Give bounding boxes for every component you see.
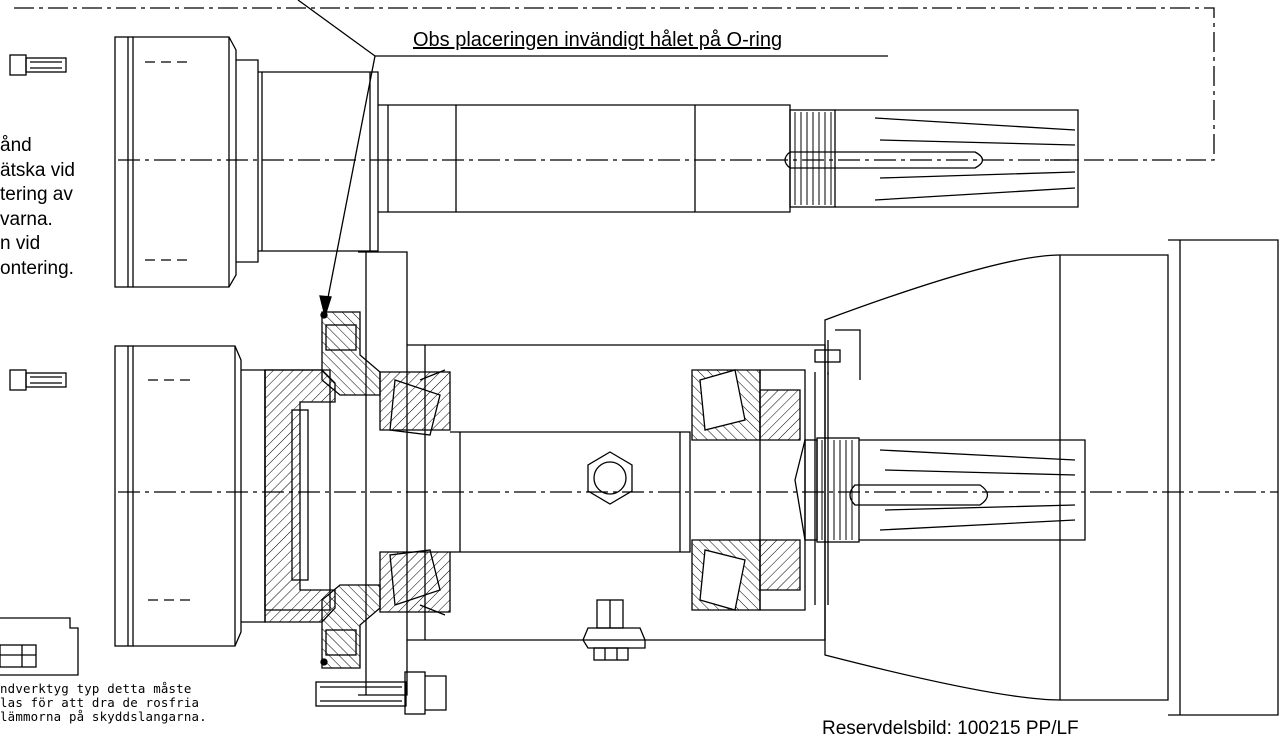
screw-icon [9,369,67,391]
tool-note: ndverktyg typ detta måste las för att dr… [0,682,207,724]
tool-note-line: ndverktyg typ detta måste [0,681,192,696]
tool-note-line: las för att dra de rosfria [0,695,200,710]
left-note-line: ätska vid [0,159,75,181]
bolt-icon [315,671,447,715]
drain-plug-icon [582,599,646,661]
left-note-line: ånd [0,135,32,156]
leader-line [324,55,376,314]
leader-arrowhead [319,295,332,319]
left-note-line: tering av [0,184,73,206]
footer-reference: Reservdelsbild: 100215 PP/LF [822,718,1079,739]
hex-socket-icon [587,451,633,505]
screw-icon [9,54,67,76]
tool-sketch-icon [0,617,79,676]
tool-note-line: lämmorna på skyddslangarna. [0,709,207,724]
left-note: ånd ätska vid tering av varna. n vid ont… [0,134,75,282]
callout-text: Obs placeringen invändigt hålet på O-rin… [413,29,783,51]
dashdot-boundary [14,7,1215,161]
left-note-line: varna. [0,208,53,230]
left-note-line: n vid [0,233,41,255]
leader-line [297,0,376,57]
lower-shaft [114,239,1279,716]
upper-shaft [114,36,1079,288]
left-note-line: ontering. [0,257,74,279]
